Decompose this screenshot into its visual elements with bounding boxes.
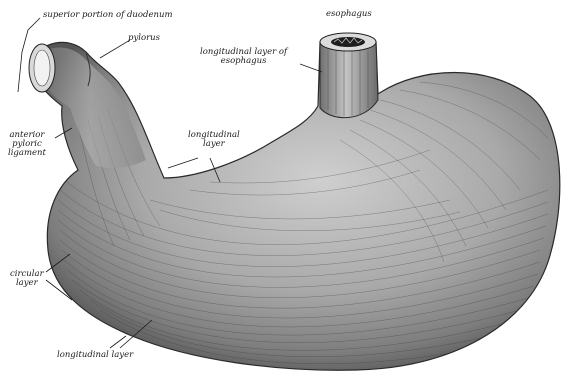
label-longitudinal-layer-bottom: longitudinal layer — [57, 351, 133, 360]
label-longitudinal-layer-middle: longitudinal layer — [188, 131, 240, 149]
label-line: esophagus — [200, 57, 287, 66]
label-pylorus: pylorus — [128, 34, 160, 43]
label-superior-portion-of-duodenum: superior portion of duodenum — [43, 11, 173, 20]
label-line: layer — [188, 140, 240, 149]
label-longitudinal-layer-of-esophagus: longitudinal layer of esophagus — [200, 48, 287, 66]
label-circular-layer: circular layer — [10, 270, 44, 288]
label-anterior-pyloric-ligament: anterior pyloric ligament — [8, 131, 46, 158]
label-line: ligament — [8, 149, 46, 158]
esophagus-tube — [320, 42, 378, 118]
label-esophagus: esophagus — [326, 10, 372, 19]
label-line: layer — [10, 279, 44, 288]
